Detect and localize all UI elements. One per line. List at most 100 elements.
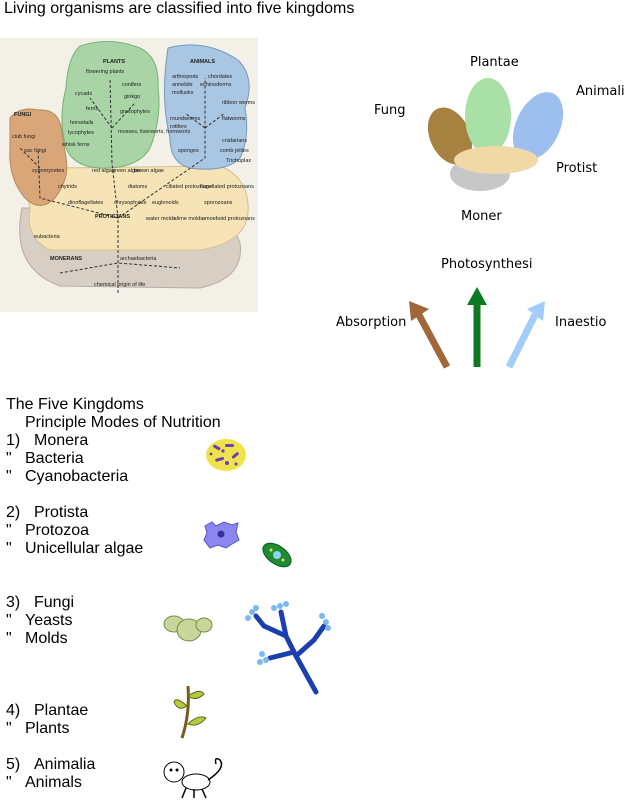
tree-label: slime molds <box>174 216 203 222</box>
tree-label: ciliated protozoans <box>166 184 212 190</box>
tree-label: arthropods <box>172 74 199 80</box>
label-ingestion: Inaestio <box>555 315 607 330</box>
bullet: " <box>6 450 12 467</box>
absorption-arrow <box>409 301 451 369</box>
tree-label: green algae <box>112 168 141 174</box>
ingestion-arrow <box>505 301 545 369</box>
label-absorption: Absorption <box>336 315 407 330</box>
protist-petal <box>454 146 538 174</box>
tree-label: gnetophytes <box>120 109 150 115</box>
tree-label: flagellated protozoans <box>200 184 254 190</box>
tree-label: roundworms <box>170 116 201 122</box>
tree-label: sporozoans <box>204 200 233 206</box>
tree-label: flatworms <box>222 116 246 122</box>
tree-label: zygomycetes <box>32 168 64 174</box>
list-item: Molds <box>25 630 68 647</box>
tree-branches <box>19 77 226 293</box>
monkey-illustration <box>163 757 223 799</box>
kingdom-number: 4) <box>6 702 21 719</box>
tree-label: Trichoplax <box>226 158 251 164</box>
tree-label: ferns <box>86 106 98 112</box>
list-item: Animals <box>25 774 82 791</box>
animali-petal <box>512 92 564 160</box>
bullet: " <box>6 612 12 629</box>
tree-label: cnidarians <box>222 138 247 144</box>
tree-label: lycophytes <box>68 130 94 136</box>
tree-group-plants: PLANTS <box>103 59 125 65</box>
kingdom-name-fungi: Fungi <box>34 594 75 611</box>
label-photosynthesis: Photosynthesi <box>441 257 533 272</box>
tree-group-fungi: FUNGI <box>14 112 32 118</box>
tree-label: sponges <box>178 148 199 154</box>
tree-label: comb jellies <box>220 148 249 154</box>
bacteria-illustration <box>206 439 246 471</box>
bullet: " <box>6 630 12 647</box>
tree-label: chordates <box>208 74 232 80</box>
page-title: Living organisms are classified into fiv… <box>4 0 355 17</box>
kingdom-number: 1) <box>6 432 21 449</box>
tree-label: horsetails <box>70 120 94 126</box>
plant-illustration <box>173 685 207 739</box>
tree-label: amoeboid protozoans <box>202 216 255 222</box>
nutrition-arrows <box>409 287 545 369</box>
mold-illustration <box>245 601 331 695</box>
tree-label: red algae <box>92 168 115 174</box>
list-item: Yeasts <box>25 612 73 629</box>
kingdom-name-monera: Monera <box>34 432 89 449</box>
photosynthesis-arrow <box>467 287 487 367</box>
kingdom-number: 5) <box>6 756 21 773</box>
tree-label: eubacteria <box>34 234 61 240</box>
tree-label: annelids <box>172 82 193 88</box>
list-item: Bacteria <box>25 450 84 467</box>
tree-label: chrysophytes <box>114 200 147 206</box>
tree-label: whisk ferns <box>61 142 90 148</box>
tree-label: mollusks <box>172 90 194 96</box>
tree-label: mosses, liverworts, hornworts <box>118 129 191 135</box>
label-animali: Animali <box>576 84 625 99</box>
kingdom-number: 2) <box>6 504 21 521</box>
protozoa-illustration <box>203 521 240 549</box>
tree-label: club fungi <box>12 134 36 140</box>
kingdom-petal-diagram <box>427 78 564 191</box>
tree-label: ribbon worms <box>222 100 255 106</box>
label-moner: Moner <box>461 209 502 224</box>
list-item: Cyanobacteria <box>25 468 129 485</box>
tree-label: water molds <box>145 216 176 222</box>
fungi-petal <box>427 107 473 165</box>
bullet: " <box>6 720 12 737</box>
tree-group-animals: ANIMALS <box>190 59 215 65</box>
plantae-petal <box>465 78 511 154</box>
bullet: " <box>6 774 12 791</box>
tree-label: euglenoids <box>152 200 179 206</box>
tree-label: rotifers <box>170 124 187 130</box>
animals-region <box>163 44 250 170</box>
tree-label: echinoderms <box>200 82 232 88</box>
plants-region <box>61 41 160 169</box>
kingdom-name-animalia: Animalia <box>34 756 96 773</box>
list-heading: The Five Kingdoms <box>6 396 144 413</box>
list-item: Protozoa <box>25 522 90 539</box>
kingdom-name-plantae: Plantae <box>34 702 89 719</box>
five-kingdom-tree-figure: PLANTS ANIMALS FUNGI PROTISTANS MONERANS… <box>0 38 258 312</box>
bullet: " <box>6 468 12 485</box>
tree-label: flowering plants <box>86 69 124 75</box>
tree-label: ginkgo <box>124 94 140 100</box>
tree-group-monerans: MONERANS <box>50 256 82 262</box>
algae-illustration <box>262 542 292 568</box>
tree-label: dinoflagellates <box>68 200 103 206</box>
tree-label: chemical origin of life <box>94 282 145 288</box>
list-item: Plants <box>25 720 70 737</box>
tree-label: sac fungi <box>24 148 46 154</box>
bullet: " <box>6 540 12 557</box>
kingdom-name-protista: Protista <box>34 504 89 521</box>
list-subheading: Principle Modes of Nutrition <box>25 414 221 431</box>
kingdom-number: 3) <box>6 594 21 611</box>
label-fungi: Fung <box>374 103 406 118</box>
tree-label: chytrids <box>58 184 77 190</box>
tree-label: brown algae <box>134 168 164 174</box>
list-item: Unicellular algae <box>25 540 144 557</box>
tree-label: diatoms <box>128 184 148 190</box>
bullet: " <box>6 522 12 539</box>
tree-label: cycads <box>75 91 92 97</box>
label-plantae: Plantae <box>470 55 519 70</box>
